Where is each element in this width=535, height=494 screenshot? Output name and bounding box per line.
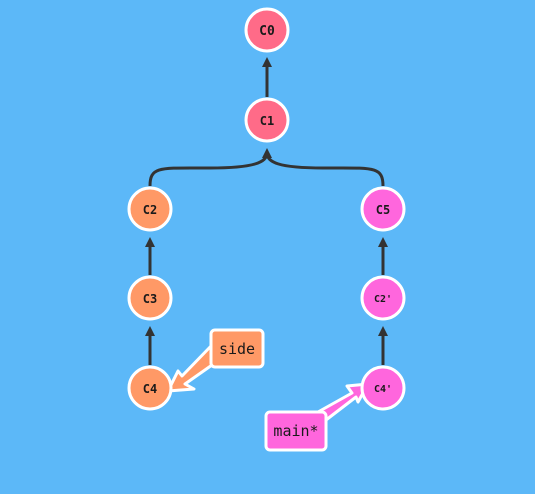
commit-c5[interactable]: C5 — [360, 186, 406, 232]
commit-label: C2 — [143, 203, 157, 217]
commit-c3[interactable]: C3 — [127, 275, 173, 321]
commit-label: C1 — [260, 114, 274, 128]
commit-label: C5 — [376, 203, 390, 217]
main-ref-label: main* — [273, 422, 318, 440]
edge-c5-c1 — [265, 152, 385, 187]
commit-label: C4' — [374, 384, 392, 395]
side-ref-label: side — [219, 340, 255, 358]
commit-label: C2' — [374, 294, 392, 305]
edge-c2-c1 — [148, 148, 272, 187]
commit-label: C4 — [143, 382, 157, 396]
commit-c1[interactable]: C1 — [244, 97, 290, 143]
commit-c2[interactable]: C2 — [127, 186, 173, 232]
main-ref-box — [264, 410, 328, 452]
edges — [145, 57, 388, 365]
commit-c4-prime[interactable]: C4' — [360, 365, 406, 411]
ref-side[interactable]: side — [166, 328, 265, 393]
commit-label: C3 — [143, 292, 157, 306]
commit-c4[interactable]: C4 — [127, 365, 173, 411]
commit-c0[interactable]: C0 — [244, 7, 290, 53]
side-ref-box — [209, 328, 265, 369]
commit-label: C0 — [259, 24, 275, 39]
commit-c2-prime[interactable]: C2' — [360, 275, 406, 321]
ref-main[interactable]: main* — [264, 382, 370, 452]
